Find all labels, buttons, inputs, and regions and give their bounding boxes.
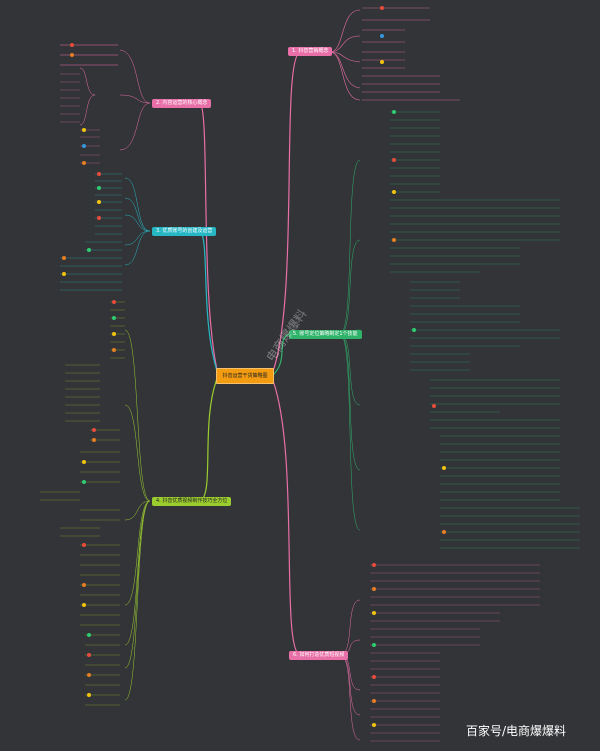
marker-dot-green [87, 633, 91, 637]
marker-dot-orange [372, 699, 376, 703]
marker-dot-yellow [392, 190, 396, 194]
marker-dot-red [92, 428, 96, 432]
branch-topic-3[interactable]: 3. 优质账号的创建及运营 [152, 227, 217, 236]
marker-dot-green [112, 316, 116, 320]
marker-dot-orange [442, 530, 446, 534]
marker-dot-orange [392, 238, 396, 242]
branch-topic-2[interactable]: 2. 内容运营的核心概念 [152, 99, 212, 108]
marker-dot-red [380, 6, 384, 10]
root-topic[interactable]: 抖音运营干货策略图 [216, 368, 274, 384]
marker-dot-orange [92, 438, 96, 442]
branch-topic-6[interactable]: 6. 如何打造优质短视频 [289, 651, 349, 660]
branch-topic-4[interactable]: 4. 抖音优质视频制作技巧全方位 [152, 497, 232, 506]
branch-line-left-pink [199, 102, 219, 375]
marker-dot-yellow [82, 128, 86, 132]
marker-dot-blue [380, 34, 384, 38]
marker-dot-yellow [372, 611, 376, 615]
marker-dot-orange [62, 256, 66, 260]
marker-dot-yellow [372, 723, 376, 727]
branch-line-bottom-pink [271, 377, 301, 656]
marker-dot-yellow [97, 200, 101, 204]
marker-dot-green [412, 328, 416, 332]
marker-dot-red [372, 675, 376, 679]
marker-dot-green [82, 480, 86, 484]
branch-line-right-green [271, 333, 291, 377]
branch-line-left-cyan [199, 230, 219, 375]
marker-dot-yellow [82, 603, 86, 607]
marker-dot-red [392, 158, 396, 162]
marker-dot-red [87, 653, 91, 657]
marker-dot-red [97, 172, 101, 176]
marker-dot-yellow [442, 466, 446, 470]
marker-dot-yellow [380, 60, 384, 64]
marker-dot-yellow [112, 332, 116, 336]
marker-dot-red [97, 216, 101, 220]
marker-dot-green [372, 643, 376, 647]
marker-dot-orange [112, 348, 116, 352]
branch-topic-1[interactable]: 1. 抖音营销概念 [288, 47, 333, 56]
marker-dot-red [112, 300, 116, 304]
marker-dot-red [70, 43, 74, 47]
branch-line-left-lime [199, 375, 219, 502]
marker-dot-green [392, 110, 396, 114]
marker-dot-orange [82, 583, 86, 587]
marker-dot-orange [372, 587, 376, 591]
branch-line-top-pink [271, 51, 301, 375]
marker-dot-yellow [82, 460, 86, 464]
marker-dot-orange [87, 673, 91, 677]
marker-dot-yellow [62, 272, 66, 276]
marker-dot-red [82, 543, 86, 547]
marker-dot-orange [82, 161, 86, 165]
branch-topic-5[interactable]: 5. 账号定位策略制定1个技能 [289, 330, 362, 339]
marker-dot-green [87, 248, 91, 252]
marker-dot-yellow [87, 693, 91, 697]
marker-dot-red [372, 563, 376, 567]
footer-credit: 百家号/电商爆爆料 [466, 724, 567, 738]
marker-dot-blue [82, 144, 86, 148]
marker-dot-green [97, 186, 101, 190]
marker-dot-red [432, 404, 436, 408]
marker-dot-orange [70, 53, 74, 57]
